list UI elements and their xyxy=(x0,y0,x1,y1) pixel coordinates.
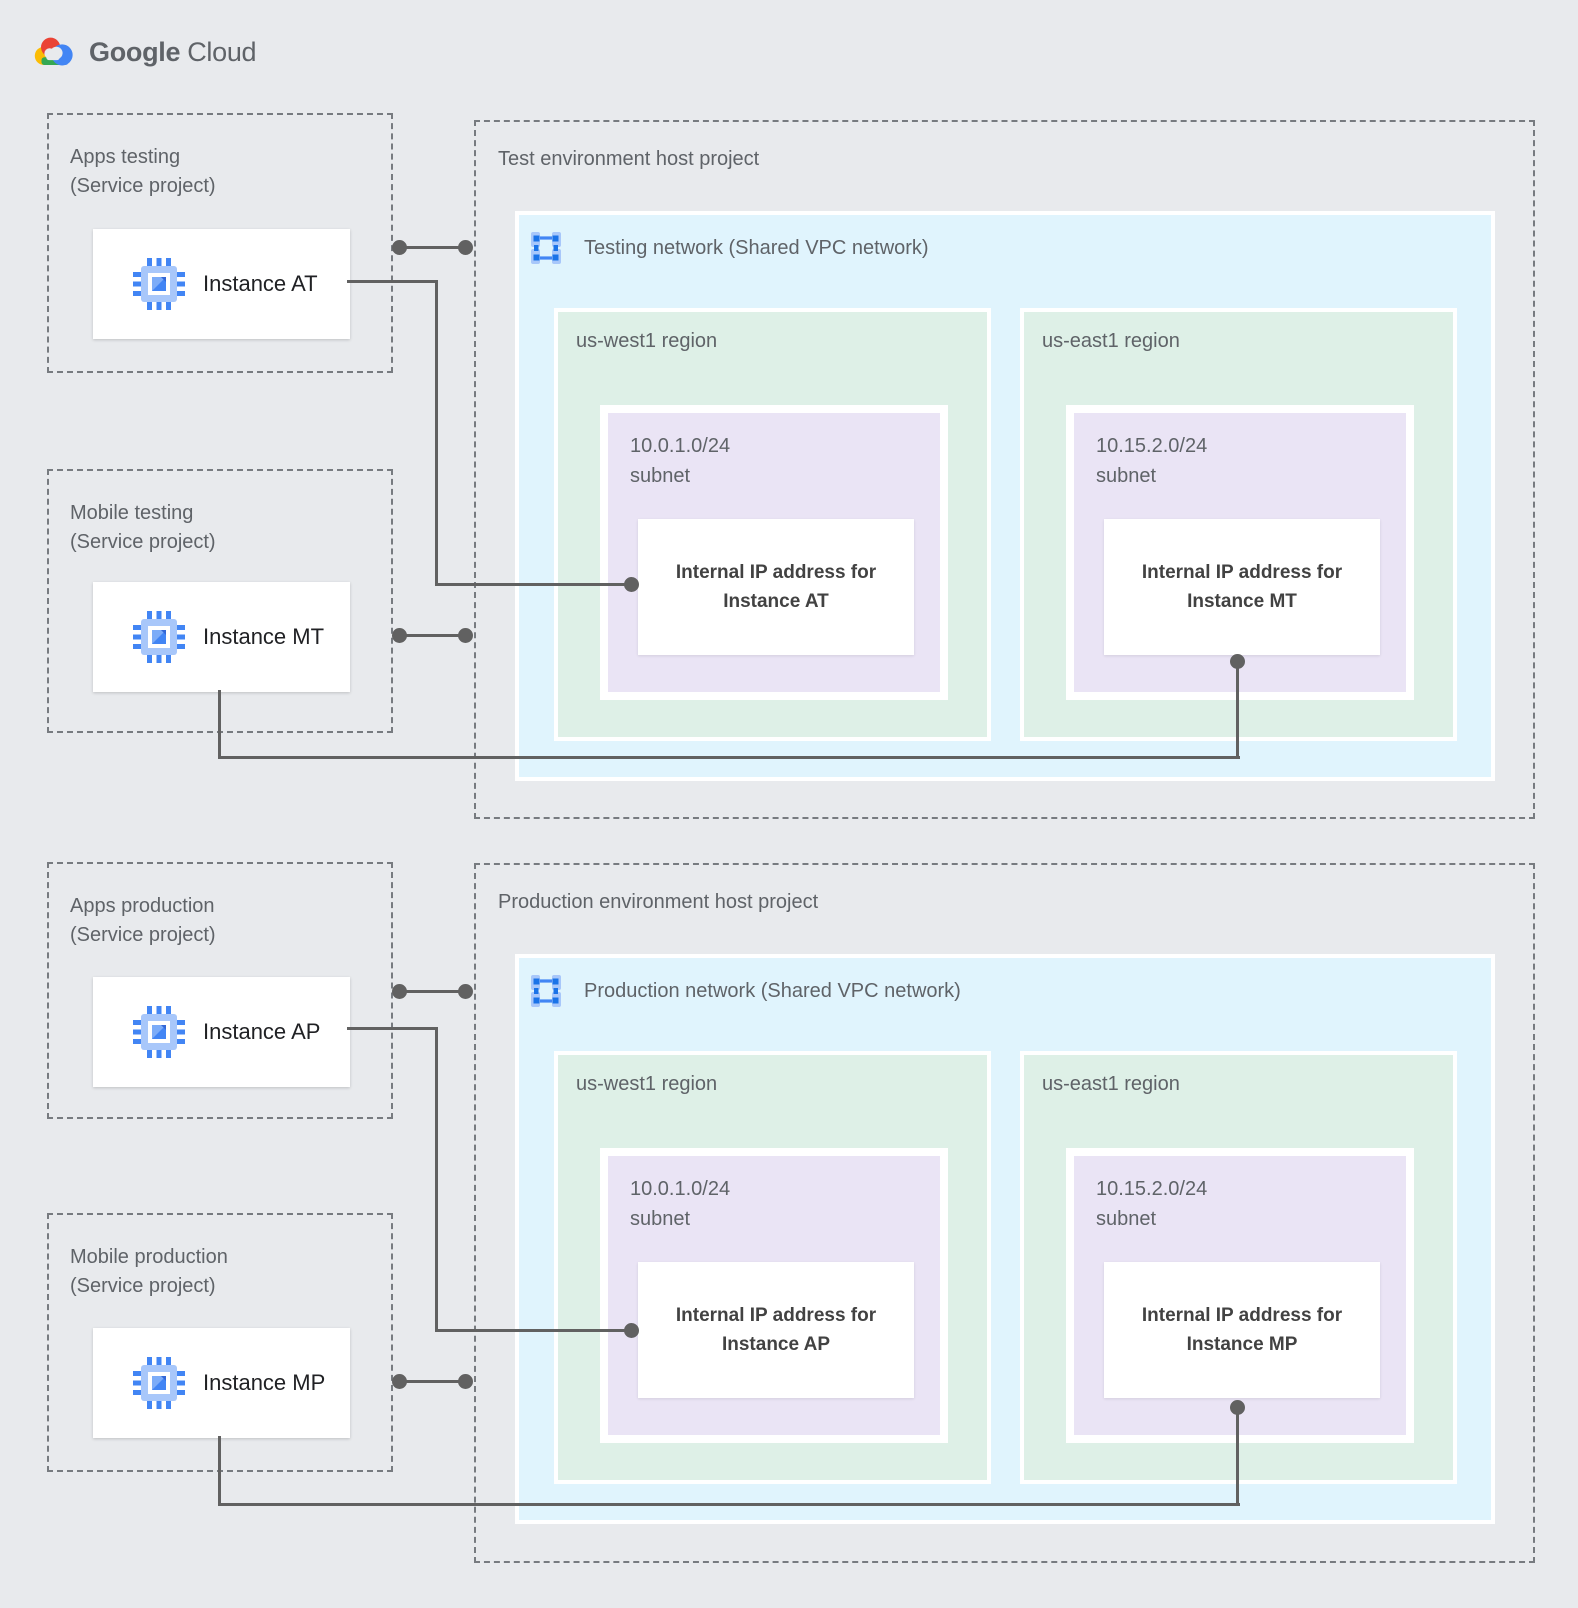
internal-ip-box: Internal IP address for Instance MT xyxy=(1104,519,1380,655)
instance-label: Instance MT xyxy=(203,624,325,649)
instance-card-ap: Instance AP xyxy=(93,977,350,1087)
connector-dot xyxy=(458,1374,473,1389)
connector-line xyxy=(1236,661,1239,759)
network-header: Production network (Shared VPC network) xyxy=(527,972,961,1010)
connector-line xyxy=(435,280,438,586)
compute-engine-icon xyxy=(133,1006,185,1058)
vpc-network-production: Production network (Shared VPC network) … xyxy=(515,954,1495,1524)
region-us-west1: us-west1 region 10.0.1.0/24 subnet Inter… xyxy=(554,1051,991,1484)
service-project-apps-production: Apps production (Service project) Instan… xyxy=(47,862,393,1119)
connector-line xyxy=(399,1380,466,1383)
connector-dot xyxy=(624,1323,639,1338)
instance-card-at: Instance AT xyxy=(93,229,350,339)
connector-line xyxy=(218,1436,221,1506)
internal-ip-box: Internal IP address for Instance AT xyxy=(638,519,914,655)
connector-dot xyxy=(624,577,639,592)
instance-label: Instance AP xyxy=(203,1019,321,1044)
region-label: us-east1 region xyxy=(1042,330,1180,352)
compute-engine-icon xyxy=(133,1357,185,1409)
service-project-apps-testing: Apps testing (Service project) Instance … xyxy=(47,113,393,373)
host-project-title: Production environment host project xyxy=(498,891,819,913)
network-label: Testing network (Shared VPC network) xyxy=(584,236,929,259)
network-label: Production network (Shared VPC network) xyxy=(584,979,961,1002)
region-us-west1: us-west1 region 10.0.1.0/24 subnet Inter… xyxy=(554,308,991,741)
project-label: Apps production (Service project) xyxy=(70,895,216,946)
host-project-title: Test environment host project xyxy=(498,148,760,170)
project-label: Mobile testing (Service project) xyxy=(70,502,216,553)
connector-dot xyxy=(392,984,407,999)
instance-card-mt: Instance MT xyxy=(93,582,350,692)
internal-ip-box: Internal IP address for Instance MP xyxy=(1104,1262,1380,1398)
subnet-box: 10.0.1.0/24 subnet Internal IP address f… xyxy=(600,405,948,700)
connector-dot xyxy=(458,628,473,643)
vpc-network-icon xyxy=(531,975,561,1007)
subnet-label: 10.0.1.0/24 subnet xyxy=(630,1178,731,1230)
service-project-mobile-testing: Mobile testing (Service project) Instanc… xyxy=(47,469,393,733)
project-label: Mobile production (Service project) xyxy=(70,1246,228,1297)
connector-dot xyxy=(392,240,407,255)
connector-dot xyxy=(392,1374,407,1389)
connector-line xyxy=(1236,1407,1239,1506)
connector-dot xyxy=(458,240,473,255)
vpc-network-icon xyxy=(531,232,561,264)
subnet-label: 10.15.2.0/24 subnet xyxy=(1096,1178,1208,1230)
connector-dot xyxy=(1230,654,1245,669)
instance-label: Instance AT xyxy=(203,271,318,296)
subnet-box: 10.0.1.0/24 subnet Internal IP address f… xyxy=(600,1148,948,1443)
instance-label: Instance MP xyxy=(203,1370,326,1395)
subnet-box: 10.15.2.0/24 subnet Internal IP address … xyxy=(1066,405,1414,700)
subnet-label: 10.0.1.0/24 subnet xyxy=(630,435,731,487)
connector-line xyxy=(218,690,221,759)
region-label: us-west1 region xyxy=(576,330,718,352)
host-project-test: Test environment host project Testing ne… xyxy=(474,120,1535,819)
connector-line xyxy=(399,246,466,249)
connector-line xyxy=(435,583,631,586)
region-label: us-east1 region xyxy=(1042,1073,1180,1095)
project-label: Apps testing (Service project) xyxy=(70,146,216,197)
instance-card-mp: Instance MP xyxy=(93,1328,350,1438)
region-label: us-west1 region xyxy=(576,1073,718,1095)
connector-dot xyxy=(392,628,407,643)
subnet-label: 10.15.2.0/24 subnet xyxy=(1096,435,1208,487)
region-us-east1: us-east1 region 10.15.2.0/24 subnet Inte… xyxy=(1020,1051,1457,1484)
connector-line xyxy=(435,1329,631,1332)
compute-engine-icon xyxy=(133,611,185,663)
connector-line xyxy=(399,634,466,637)
connector-line xyxy=(399,990,466,993)
connector-line xyxy=(435,1027,438,1332)
connector-dot xyxy=(1230,1400,1245,1415)
network-header: Testing network (Shared VPC network) xyxy=(527,229,929,267)
compute-engine-icon xyxy=(133,258,185,310)
vpc-network-testing: Testing network (Shared VPC network) us-… xyxy=(515,211,1495,781)
host-project-production: Production environment host project Prod… xyxy=(474,863,1535,1563)
subnet-box: 10.15.2.0/24 subnet Internal IP address … xyxy=(1066,1148,1414,1443)
connector-line xyxy=(347,280,437,283)
connector-line xyxy=(347,1027,437,1030)
connector-line xyxy=(218,1503,1240,1506)
service-project-mobile-production: Mobile production (Service project) Inst… xyxy=(47,1213,393,1472)
internal-ip-box: Internal IP address for Instance AP xyxy=(638,1262,914,1398)
connector-line xyxy=(218,756,1240,759)
google-cloud-logo-icon xyxy=(34,37,73,66)
connector-dot xyxy=(458,984,473,999)
